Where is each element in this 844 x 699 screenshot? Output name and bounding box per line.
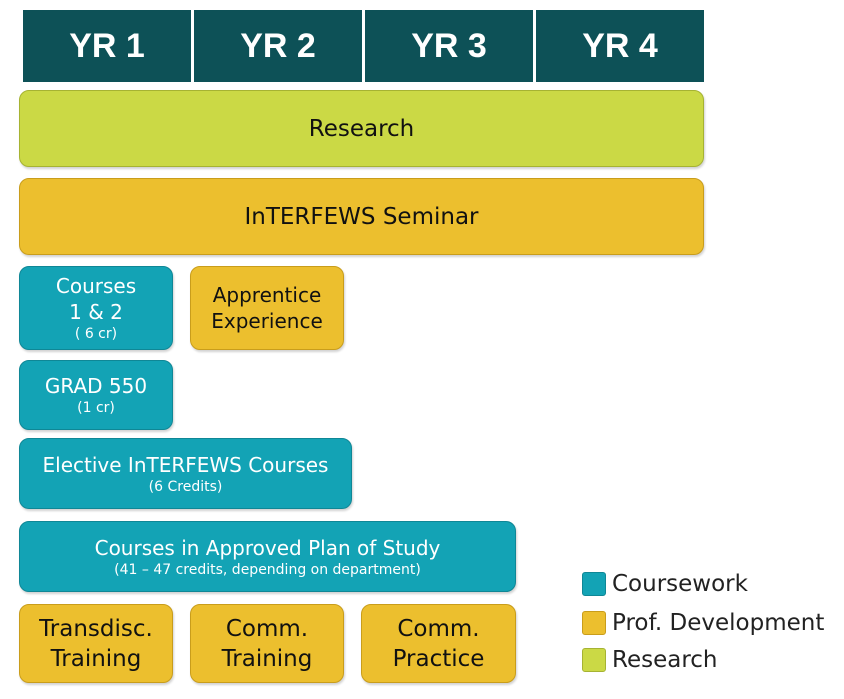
year-2-header: YR 2	[194, 10, 362, 82]
research-bar-label: Research	[308, 115, 415, 142]
legend-label-prof-development: Prof. Development	[612, 610, 825, 636]
grad-550-label: GRAD 550	[44, 374, 148, 398]
legend-item-coursework: Coursework	[582, 571, 748, 597]
legend-label-coursework: Coursework	[612, 571, 748, 597]
research-swatch	[582, 648, 606, 672]
elective-courses-credits: (6 Credits)	[148, 478, 223, 495]
transdisc-line2: Training	[50, 645, 142, 672]
seminar-bar-label: InTERFEWS Seminar	[244, 203, 479, 230]
comm-practice-line2: Practice	[392, 645, 485, 672]
transdisc-training-box: Transdisc. Training	[19, 604, 173, 683]
elective-courses-label: Elective InTERFEWS Courses	[42, 452, 329, 477]
apprentice-experience-box: Apprentice Experience	[190, 266, 344, 350]
prof-development-swatch	[582, 611, 606, 635]
apprentice-line2: Experience	[211, 309, 323, 333]
comm-training-line2: Training	[221, 645, 313, 672]
seminar-bar: InTERFEWS Seminar	[19, 178, 704, 255]
courses-1-2-line2: 1 & 2	[69, 300, 123, 324]
grad-550-credits: (1 cr)	[77, 400, 115, 416]
plan-of-study-box: Courses in Approved Plan of Study (41 – …	[19, 521, 516, 592]
research-bar: Research	[19, 90, 704, 167]
coursework-swatch	[582, 572, 606, 596]
transdisc-line1: Transdisc.	[39, 615, 153, 642]
year-1-header: YR 1	[23, 10, 191, 82]
legend-item-prof-development: Prof. Development	[582, 610, 824, 636]
comm-practice-line1: Comm.	[397, 615, 480, 642]
courses-1-2-line1: Courses	[55, 274, 137, 298]
comm-training-box: Comm. Training	[190, 604, 344, 683]
grad-550-box: GRAD 550 (1 cr)	[19, 360, 173, 430]
year-4-header: YR 4	[536, 10, 704, 82]
apprentice-line1: Apprentice	[212, 283, 322, 307]
comm-practice-box: Comm. Practice	[361, 604, 516, 683]
legend-label-research: Research	[612, 647, 718, 673]
courses-1-2-box: Courses 1 & 2 ( 6 cr)	[19, 266, 173, 350]
year-3-header: YR 3	[365, 10, 533, 82]
courses-1-2-credits: ( 6 cr)	[74, 326, 118, 342]
legend-item-research: Research	[582, 647, 718, 673]
comm-training-line1: Comm.	[225, 615, 309, 642]
elective-courses-box: Elective InTERFEWS Courses (6 Credits)	[19, 438, 352, 509]
plan-of-study-label: Courses in Approved Plan of Study	[94, 535, 441, 560]
plan-of-study-credits: (41 – 47 credits, depending on departmen…	[114, 561, 421, 578]
